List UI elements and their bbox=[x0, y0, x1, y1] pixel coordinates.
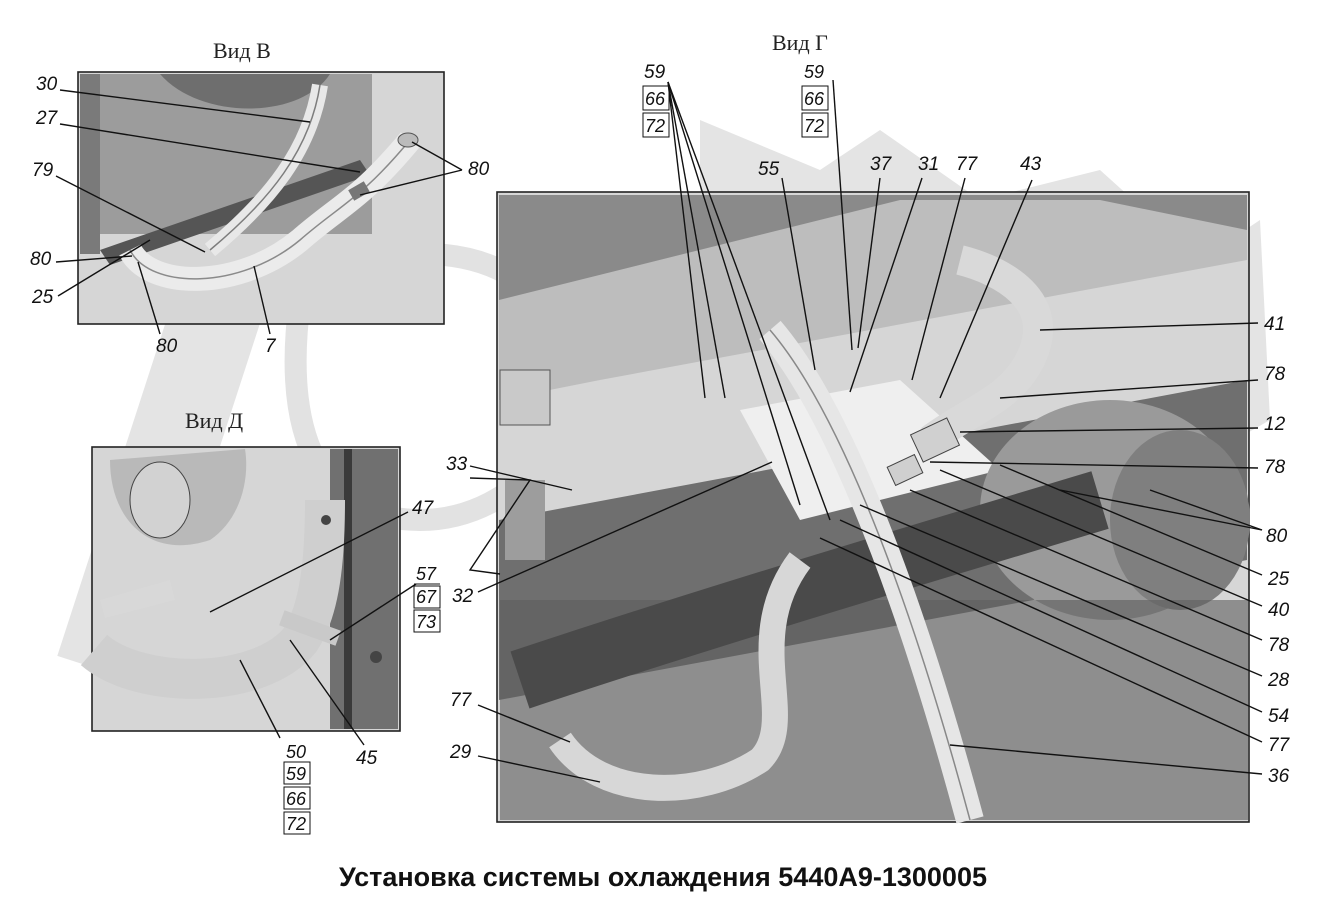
stack-g-right: 59 66 72 bbox=[801, 62, 829, 138]
svg-text:59: 59 bbox=[286, 764, 306, 784]
svg-text:50: 50 bbox=[286, 742, 306, 762]
view-d-leaders bbox=[209, 511, 417, 746]
label-80-bottom: 80 bbox=[156, 336, 178, 357]
svg-text:66: 66 bbox=[645, 89, 666, 109]
label-33: 33 bbox=[446, 454, 468, 475]
label-77-right: 77 bbox=[1268, 735, 1291, 756]
label-30: 30 bbox=[36, 74, 58, 95]
svg-text:57: 57 bbox=[416, 564, 437, 584]
label-37: 37 bbox=[870, 154, 893, 175]
view-g-leaders bbox=[468, 79, 1263, 783]
label-78-b: 78 bbox=[1264, 457, 1286, 478]
label-7: 7 bbox=[265, 336, 277, 357]
view-v-leaders bbox=[55, 89, 463, 335]
label-28: 28 bbox=[1267, 670, 1290, 691]
svg-text:72: 72 bbox=[804, 116, 824, 136]
label-79: 79 bbox=[32, 160, 54, 181]
view-g-labels: 59 55 37 31 77 43 41 78 12 78 80 25 40 7… bbox=[446, 62, 1291, 787]
view-v-labels: 30 27 79 80 80 25 80 7 bbox=[30, 74, 490, 357]
label-29: 29 bbox=[449, 742, 472, 763]
label-78-c: 78 bbox=[1268, 635, 1290, 656]
view-v-panel bbox=[77, 71, 445, 325]
svg-text:66: 66 bbox=[286, 789, 307, 809]
figure-caption: Установка системы охлаждения 5440А9-1300… bbox=[339, 862, 987, 892]
label-32: 32 bbox=[452, 586, 474, 607]
label-55: 55 bbox=[758, 159, 780, 180]
label-25-g: 25 bbox=[1267, 569, 1290, 590]
label-80-right: 80 bbox=[468, 159, 490, 180]
view-d-labels: 47 45 bbox=[356, 498, 435, 769]
label-36: 36 bbox=[1268, 766, 1290, 787]
label-41: 41 bbox=[1264, 314, 1285, 335]
stack-g-left: 66 72 bbox=[642, 85, 670, 138]
svg-text:73: 73 bbox=[416, 612, 436, 632]
label-45: 45 bbox=[356, 748, 378, 769]
label-40: 40 bbox=[1268, 600, 1290, 621]
label-77-top: 77 bbox=[956, 154, 979, 175]
label-59-left: 59 bbox=[644, 62, 666, 83]
view-d-panel bbox=[80, 446, 401, 732]
label-80-left: 80 bbox=[30, 249, 52, 270]
svg-text:72: 72 bbox=[645, 116, 665, 136]
label-78-a: 78 bbox=[1264, 364, 1286, 385]
svg-text:59: 59 bbox=[804, 62, 824, 82]
svg-text:67: 67 bbox=[416, 587, 437, 607]
view-v-title: Вид В bbox=[213, 38, 271, 63]
view-g-panel bbox=[496, 191, 1250, 824]
label-47: 47 bbox=[412, 498, 435, 519]
label-43: 43 bbox=[1020, 154, 1042, 175]
label-25-v: 25 bbox=[31, 287, 54, 308]
svg-text:72: 72 bbox=[286, 814, 306, 834]
view-g-title: Вид Г bbox=[772, 30, 828, 55]
svg-text:66: 66 bbox=[804, 89, 825, 109]
view-d-title: Вид Д bbox=[185, 408, 243, 433]
label-77-left: 77 bbox=[450, 690, 473, 711]
label-80-g: 80 bbox=[1266, 526, 1288, 547]
label-31: 31 bbox=[918, 154, 939, 175]
stack-d-bottom: 50 59 66 72 bbox=[283, 742, 311, 835]
label-27: 27 bbox=[35, 108, 59, 129]
stack-d-right: 57 67 73 bbox=[413, 564, 441, 633]
label-54: 54 bbox=[1268, 706, 1289, 727]
label-12: 12 bbox=[1264, 414, 1286, 435]
